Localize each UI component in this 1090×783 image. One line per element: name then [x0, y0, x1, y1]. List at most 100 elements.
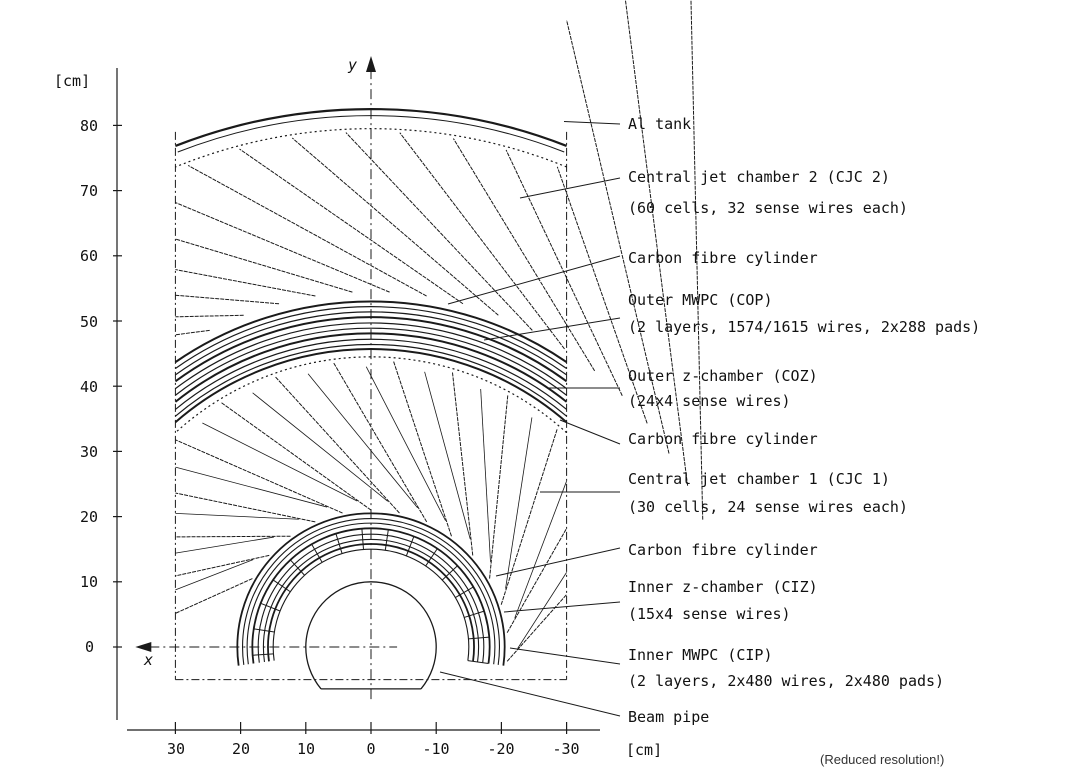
outer-mwpc-coz-layer	[175, 322, 567, 390]
cjc2-cell-wire	[175, 238, 353, 293]
label-leader-line	[495, 547, 621, 577]
y-tick-label: 30	[80, 443, 98, 461]
cjc2-cell-wire	[175, 202, 390, 293]
label-leader-line	[519, 177, 621, 199]
inner-chamber-segment	[252, 653, 274, 656]
inner-chamber-segment	[253, 628, 275, 633]
cjc1-cell-wire	[480, 388, 491, 562]
cjc1-cell-wire	[220, 402, 372, 511]
label-leader-line	[447, 255, 621, 305]
cjc2-cell-wire	[399, 132, 565, 350]
x-axis-unit: [cm]	[626, 741, 662, 759]
x-tick-label: 20	[232, 740, 250, 758]
label-coz-title: Outer z-chamber (COZ)	[628, 367, 818, 385]
cjc2-cell-wire	[505, 149, 623, 396]
resolution-note: (Reduced resolution!)	[820, 752, 944, 767]
label-carbon-fibre-inner: Carbon fibre cylinder	[628, 541, 818, 559]
label-cip-detail: (2 layers, 2x480 wires, 2x480 pads)	[628, 672, 944, 690]
y-tick-label: 60	[80, 247, 98, 265]
label-cjc2-detail: (60 cells, 32 sense wires each)	[628, 199, 908, 217]
cjc2-cell-wire	[175, 329, 210, 336]
inner-chamber-segment	[260, 602, 281, 612]
cjc2-outer-boundary	[175, 128, 567, 168]
cjc2-cell-wire	[175, 269, 316, 297]
inner-chamber-segment	[441, 565, 458, 581]
cjc1-cell-wire	[175, 559, 254, 591]
label-cjc2-title: Central jet chamber 2 (CJC 2)	[628, 168, 890, 186]
cjc2-cell-wire	[566, 19, 670, 454]
cjc1-cell-wire	[175, 439, 343, 514]
cjc1-cell-wire	[175, 554, 270, 577]
label-cop-title: Outer MWPC (COP)	[628, 291, 773, 309]
cjc1-cell-wire	[333, 362, 428, 523]
cjc2-cell-wire	[187, 165, 427, 297]
label-al-tank: Al tank	[628, 115, 691, 133]
inner-chamber-segment	[335, 533, 343, 554]
y-tick-label: 10	[80, 573, 98, 591]
cjc1-cell-wire	[489, 394, 509, 579]
cjc1-outer-boundary	[174, 356, 568, 434]
inner-chamber-segment	[464, 610, 485, 618]
cjc1-cell-wire	[175, 512, 299, 520]
outer-mwpc-coz-layer	[174, 300, 568, 363]
inner-chamber-segment	[468, 636, 490, 640]
cjc1-cell-wire	[202, 422, 358, 502]
label-leader-line	[483, 317, 621, 341]
x-tick-label: 0	[366, 740, 375, 758]
cjc1-cell-wire	[175, 466, 328, 508]
y-axis-arrow-icon	[366, 56, 376, 72]
cjc2-cell-wire	[452, 138, 596, 372]
cjc1-cell-wire	[392, 360, 452, 537]
x-tick-label: 30	[167, 740, 185, 758]
label-cip-title: Inner MWPC (CIP)	[628, 646, 773, 664]
label-leader-line	[559, 419, 621, 445]
label-cop-detail: (2 layers, 1574/1615 wires, 2x288 pads)	[628, 318, 980, 336]
label-leader-line	[439, 671, 621, 717]
y-axis-name: y	[347, 56, 357, 74]
inner-chamber-segment	[467, 660, 489, 665]
beam-pipe-outline	[305, 581, 437, 690]
label-leader-line	[503, 601, 621, 613]
y-tick-label: 80	[80, 117, 98, 135]
inner-chamber-segment	[311, 543, 323, 563]
inner-chamber-layer	[236, 512, 506, 666]
outer-mwpc-coz-layer	[175, 327, 567, 396]
outer-mwpc-coz-layer	[175, 306, 567, 369]
label-leader-line	[563, 120, 621, 125]
x-tick-label: 10	[297, 740, 315, 758]
cjc2-cell-wire	[239, 148, 464, 305]
x-axis-arrow-icon	[135, 642, 152, 652]
cjc2-cell-wire	[345, 132, 533, 331]
outer-mwpc-coz-layer	[174, 348, 568, 423]
cjc1-cell-wire	[307, 373, 418, 509]
label-cjc1-detail: (30 cells, 24 sense wires each)	[628, 498, 908, 516]
inner-chamber-segment	[425, 548, 438, 567]
cjc1-cell-wire	[252, 392, 388, 502]
cjc2-cell-wire	[624, 0, 689, 486]
cjc1-cell-wire	[500, 428, 558, 605]
y-tick-label: 40	[80, 378, 98, 396]
cjc1-cell-wire	[175, 578, 253, 614]
cjc1-cell-wire	[506, 594, 567, 662]
label-leader-line	[509, 647, 621, 665]
inner-chamber-segment	[405, 536, 415, 556]
y-tick-label: 70	[80, 182, 98, 200]
cjc2-cell-wire	[175, 294, 280, 305]
inner-chamber-layer	[246, 522, 496, 665]
cjc1-cell-wire	[424, 371, 471, 540]
y-tick-label: 20	[80, 508, 98, 526]
cjc2-cell-wire	[291, 137, 499, 316]
x-tick-label: -10	[422, 740, 449, 758]
cjc1-cell-wire	[175, 492, 316, 523]
x-axis-name: x	[143, 651, 153, 669]
label-carbon-fibre-outer: Carbon fibre cylinder	[628, 249, 818, 267]
label-ciz-detail: (15x4 sense wires)	[628, 605, 791, 623]
inner-chamber-segment	[290, 559, 305, 576]
inner-chamber-layer	[272, 548, 470, 661]
cjc1-cell-wire	[365, 366, 446, 521]
cjc1-cell-wire	[517, 572, 567, 649]
cjc1-cell-wire	[506, 528, 568, 633]
label-beam-pipe: Beam pipe	[628, 708, 709, 726]
detector-geometry	[113, 0, 704, 734]
